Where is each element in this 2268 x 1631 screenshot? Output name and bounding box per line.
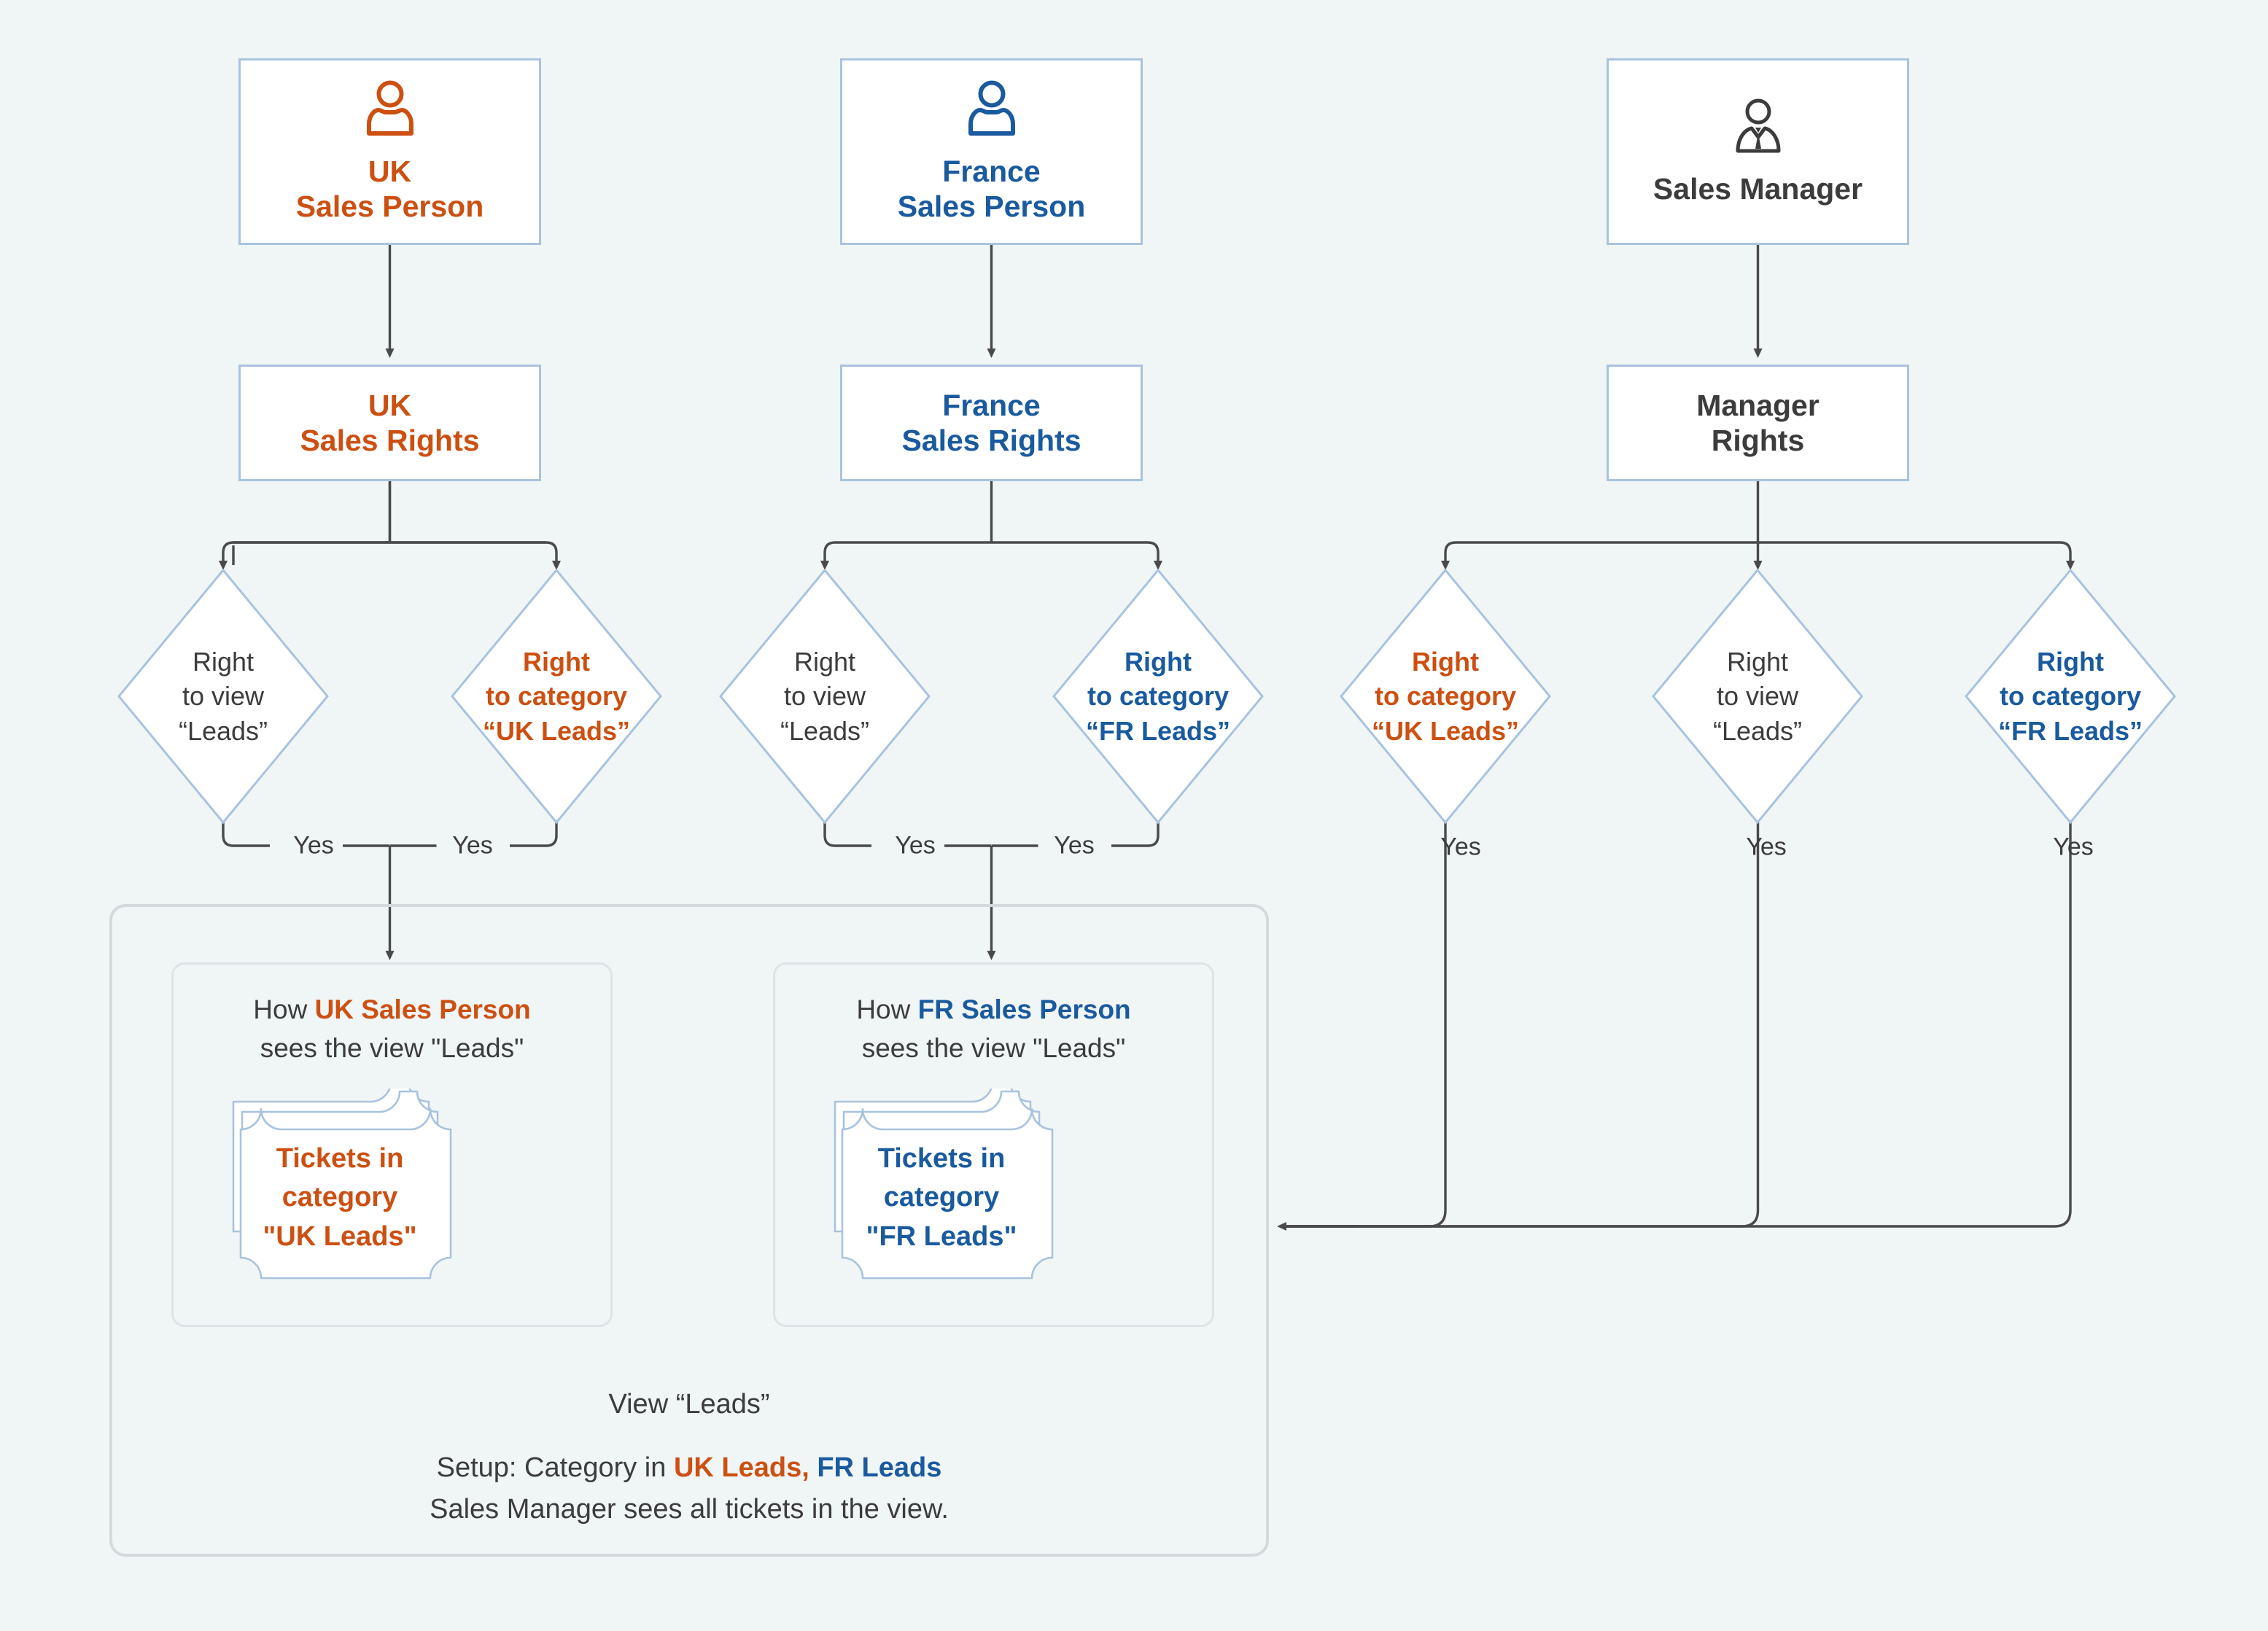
role-label: France Sales Person (897, 154, 1086, 223)
rights-box-manager-rights[interactable]: Manager Rights (1607, 365, 1909, 481)
person-icon (965, 79, 1019, 136)
edge-label-yes: Yes (452, 831, 493, 860)
fr-ticket-stack[interactable]: Tickets in category "FR Leads" (825, 1089, 1058, 1307)
fr-card-heading-prefix: How (856, 994, 918, 1024)
fr-ticket-stack-label: Tickets in category "FR Leads" (866, 1143, 1017, 1252)
decision-uk-right-to-category[interactable]: Right to category “UK Leads” (451, 569, 662, 824)
decision-uk-right-to-view[interactable]: Right to view “Leads” (117, 569, 329, 824)
decision-label: Right to category “FR Leads” (1997, 646, 2143, 746)
edge-label-yes: Yes (1440, 833, 1481, 861)
view-title-text: View “Leads” (608, 1389, 770, 1420)
decision-fr-right-to-view[interactable]: Right to view “Leads” (719, 569, 931, 824)
uk-card-heading: How UK Sales Person sees the view "Leads… (174, 991, 610, 1067)
uk-ticket-stack-label: Tickets in category "UK Leads" (263, 1143, 417, 1252)
manager-icon (1731, 97, 1785, 154)
rights-label: France Sales Rights (901, 388, 1081, 457)
uk-ticket-stack[interactable]: Tickets in category "UK Leads" (223, 1089, 457, 1307)
person-icon (363, 79, 417, 136)
role-label: Sales Manager (1653, 171, 1863, 206)
setup-prefix: Setup: Category in (436, 1452, 674, 1483)
rights-box-uk-sales-rights[interactable]: UK Sales Rights (238, 365, 541, 481)
view-title: View “Leads” (109, 1389, 1269, 1420)
view-leads-panel (109, 904, 1269, 1557)
edge-label-yes: Yes (1746, 833, 1787, 861)
decision-label: Right to view “Leads” (1712, 646, 1803, 746)
decision-label: Right to view “Leads” (780, 646, 870, 746)
setup-fr-leads: FR Leads (809, 1452, 942, 1483)
rights-box-france-sales-rights[interactable]: France Sales Rights (840, 365, 1143, 481)
uk-card-heading-highlight: UK Sales Person (314, 994, 531, 1024)
rights-label: UK Sales Rights (300, 388, 480, 457)
decision-label: Right to category “FR Leads” (1085, 646, 1231, 746)
edge-label-yes: Yes (1054, 831, 1095, 860)
decision-label: Right to category “UK Leads” (1371, 646, 1520, 746)
decision-fr-right-to-category[interactable]: Right to category “FR Leads” (1052, 569, 1264, 824)
uk-card-heading-line2: sees the view "Leads" (260, 1032, 524, 1063)
role-box-sales-manager[interactable]: Sales Manager (1607, 58, 1909, 245)
role-box-france-sales-person[interactable]: France Sales Person (840, 58, 1143, 245)
fr-card-heading-highlight: FR Sales Person (917, 994, 1131, 1024)
role-label: UK Sales Person (295, 154, 484, 223)
fr-card-heading: How FR Sales Person sees the view "Leads… (775, 991, 1212, 1067)
decision-manager-category-uk[interactable]: Right to category “UK Leads” (1340, 569, 1551, 824)
role-box-uk-sales-person[interactable]: UK Sales Person (238, 58, 541, 245)
fr-card-heading-line2: sees the view "Leads" (861, 1032, 1126, 1063)
setup-uk-leads: UK Leads, (673, 1452, 809, 1483)
edge-label-yes: Yes (895, 831, 936, 860)
decision-manager-category-fr[interactable]: Right to category “FR Leads” (1965, 569, 2176, 824)
uk-sales-person-view-card: How UK Sales Person sees the view "Leads… (171, 962, 613, 1327)
edge-label-yes: Yes (293, 831, 334, 860)
edge-label-yes: Yes (2053, 833, 2094, 861)
rights-label: Manager Rights (1696, 388, 1820, 457)
fr-sales-person-view-card: How FR Sales Person sees the view "Leads… (773, 962, 1214, 1327)
uk-card-heading-prefix: How (253, 994, 315, 1024)
decision-label: Right to view “Leads” (178, 646, 268, 746)
setup-line2: Sales Manager sees all tickets in the vi… (430, 1494, 949, 1525)
decision-manager-right-to-view[interactable]: Right to view “Leads” (1652, 569, 1863, 824)
setup-description: Setup: Category in UK Leads, FR Leads Sa… (109, 1447, 1269, 1530)
decision-label: Right to category “UK Leads” (482, 646, 631, 746)
